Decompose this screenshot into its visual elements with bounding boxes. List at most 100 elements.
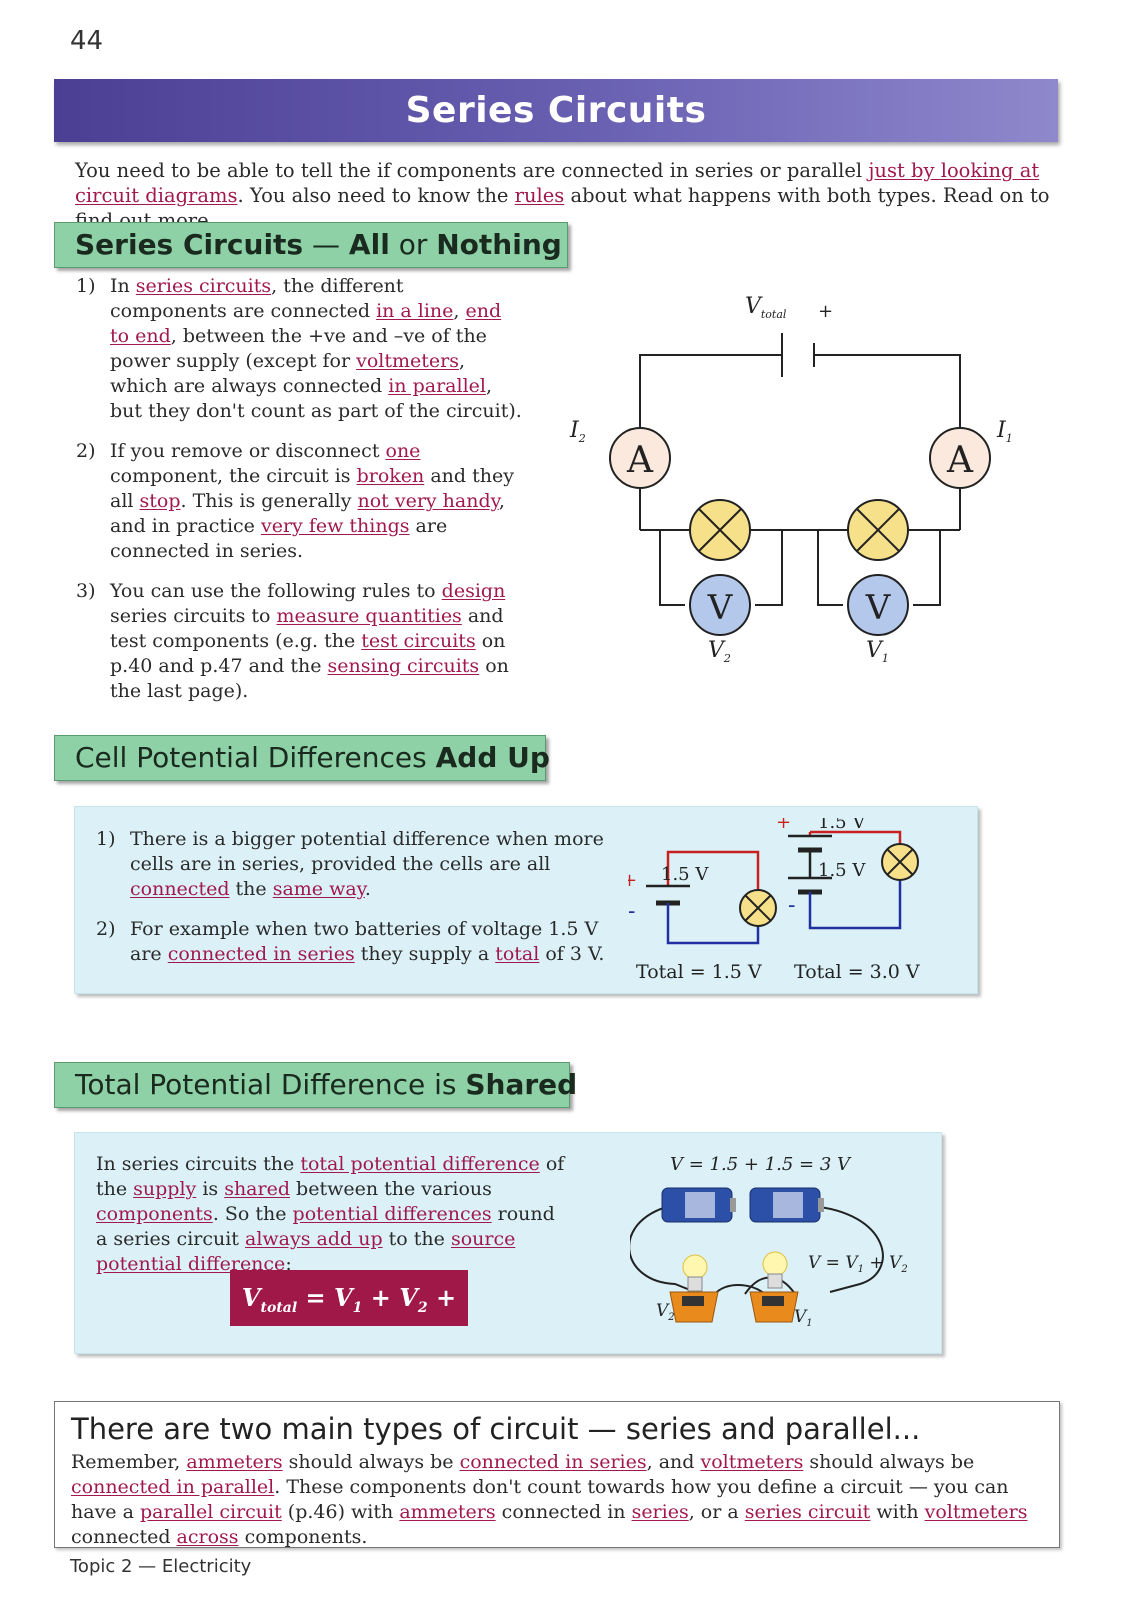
- highlight: always add up: [245, 1228, 383, 1250]
- text: . This is generally: [180, 490, 358, 512]
- text: , the different components are connected: [110, 275, 404, 322]
- page-footer: Topic 2 — Electricity: [70, 1556, 252, 1577]
- summary-heading: There are two main types of circuit — se…: [71, 1412, 921, 1446]
- list-item: 3) You can use the following rules to de…: [76, 579, 524, 704]
- total-one-cell: Total = 1.5 V: [636, 961, 762, 983]
- highlight: same way: [272, 878, 365, 900]
- highlight: connected: [130, 878, 230, 900]
- battery-right-icon: [749, 1187, 824, 1223]
- highlight: total potential difference: [300, 1153, 540, 1175]
- intro-text: You need to be able to tell the if compo…: [75, 159, 869, 182]
- bulb-right-icon: [762, 1251, 788, 1289]
- wire: [714, 1284, 766, 1295]
- v-sum-label: V = V1 + V2: [808, 1253, 908, 1275]
- voltmeter-left-icon: [669, 1291, 719, 1323]
- highlight: stop: [139, 490, 181, 512]
- plus-sign: +: [776, 818, 791, 833]
- v1-label: V1: [794, 1307, 813, 1329]
- list-number: 2): [96, 918, 116, 940]
- wire: [809, 1205, 884, 1293]
- heading-part: Shared: [465, 1068, 578, 1101]
- heading-part: Cell Potential Differences: [75, 741, 436, 774]
- list-number: 1): [76, 275, 96, 297]
- text: between the various: [290, 1178, 492, 1200]
- pd-sum-formula: Vtotal = V1 + V2 + ...: [230, 1270, 468, 1378]
- ammeter-right-symbol: [929, 427, 991, 489]
- highlight: in parallel: [388, 375, 486, 397]
- highlight: potential differences: [292, 1203, 492, 1225]
- intro-text: . You also need to know the: [237, 184, 515, 207]
- voltmeter-left-symbol: [689, 574, 751, 636]
- voltmeter-right-label: V: [865, 588, 892, 628]
- wire: [755, 530, 783, 606]
- wire: [913, 530, 941, 606]
- voltmeter-left-label: V: [707, 588, 734, 628]
- cell-pd-panel: [74, 806, 978, 994]
- page-title: Series Circuits: [405, 90, 707, 131]
- heading-part: —: [303, 228, 349, 261]
- text: For example when two batteries of voltag…: [130, 918, 599, 965]
- highlight: components: [96, 1203, 213, 1225]
- minus-sign: -: [628, 899, 635, 924]
- text: series circuits to: [110, 605, 277, 627]
- list-item: 2) For example when two batteries of vol…: [96, 917, 616, 967]
- text: and test components (e.g. the: [110, 605, 504, 652]
- cell-voltage-label: 1.5 V: [818, 860, 866, 881]
- text: There is a bigger potential difference w…: [130, 828, 604, 875]
- lamp-single-icon: [739, 889, 777, 927]
- ammeter-left-label: A: [626, 440, 654, 481]
- text: , which are always connected: [110, 350, 465, 397]
- text: the: [229, 878, 273, 900]
- heading-part: Total Potential Difference is: [75, 1068, 466, 1101]
- voltmeter-right-symbol: [847, 574, 909, 636]
- cells-in-series-diagram: + - 1.5 V Total = 1.5 V + - 1.5 V 1.5 V …: [628, 818, 920, 983]
- text: If you remove or disconnect: [110, 440, 386, 462]
- plus-sign: +: [818, 301, 833, 322]
- highlight: measure quantities: [276, 605, 462, 627]
- lamp-left-icon: [689, 499, 751, 561]
- pd-shared-panel: [74, 1132, 942, 1354]
- text: are connected in series.: [110, 515, 448, 562]
- page-number: 44: [70, 26, 104, 56]
- text: , and in practice: [110, 490, 505, 537]
- highlight: broken: [356, 465, 425, 487]
- cell-voltage-label: 1.5 V: [818, 818, 866, 833]
- title-banner: Series Circuits: [54, 79, 1058, 142]
- current-i2-label: I2: [569, 418, 586, 445]
- section1-points: 1) In series circuits, the different com…: [76, 274, 524, 719]
- highlight: design: [441, 580, 506, 602]
- series-circuit-diagram: A A V V Vtotal + I2 I1 V2 V1: [569, 294, 1013, 665]
- highlight: supply: [133, 1178, 197, 1200]
- highlight: not very handy: [357, 490, 499, 512]
- text: component, the circuit is: [110, 465, 357, 487]
- text: In series circuits the: [96, 1153, 301, 1175]
- total-two-cells: Total = 3.0 V: [794, 961, 920, 983]
- highlight: total: [495, 943, 540, 965]
- intro-highlight: rules: [514, 184, 565, 207]
- text: on the last page).: [110, 655, 509, 702]
- battery-sum-label: V = 1.5 + 1.5 = 3 V: [670, 1154, 852, 1175]
- wire: [814, 354, 961, 427]
- intro-highlight: just by looking at circuit diagrams: [75, 159, 1040, 207]
- wire-positive: [810, 830, 902, 844]
- heading-part: All: [348, 228, 390, 261]
- highlight: shared: [224, 1178, 290, 1200]
- summary-box: There are two main types of circuit — se…: [54, 1401, 1060, 1548]
- wire: [630, 1205, 696, 1293]
- heading-part: Add Up: [435, 741, 550, 774]
- highlight: in a line: [376, 300, 454, 322]
- highlight: very few things: [260, 515, 410, 537]
- ammeter-left-symbol: [609, 427, 671, 489]
- wire: [639, 354, 782, 427]
- wire: [659, 530, 685, 606]
- pd-shared-text: In series circuits the total potential d…: [96, 1152, 566, 1277]
- lamp-double-icon: [881, 843, 919, 881]
- section-heading-cell-pd-add-up: Cell Potential Differences Add Up: [54, 735, 550, 781]
- list-item: 1) In series circuits, the different com…: [76, 274, 524, 424]
- bulb-left-icon: [682, 1254, 708, 1292]
- list-item: 2) If you remove or disconnect one compo…: [76, 439, 524, 564]
- wire-negative: [808, 880, 902, 930]
- text: of the: [96, 1153, 565, 1200]
- minus-sign: -: [788, 893, 795, 918]
- text: You can use the following rules to: [110, 580, 442, 602]
